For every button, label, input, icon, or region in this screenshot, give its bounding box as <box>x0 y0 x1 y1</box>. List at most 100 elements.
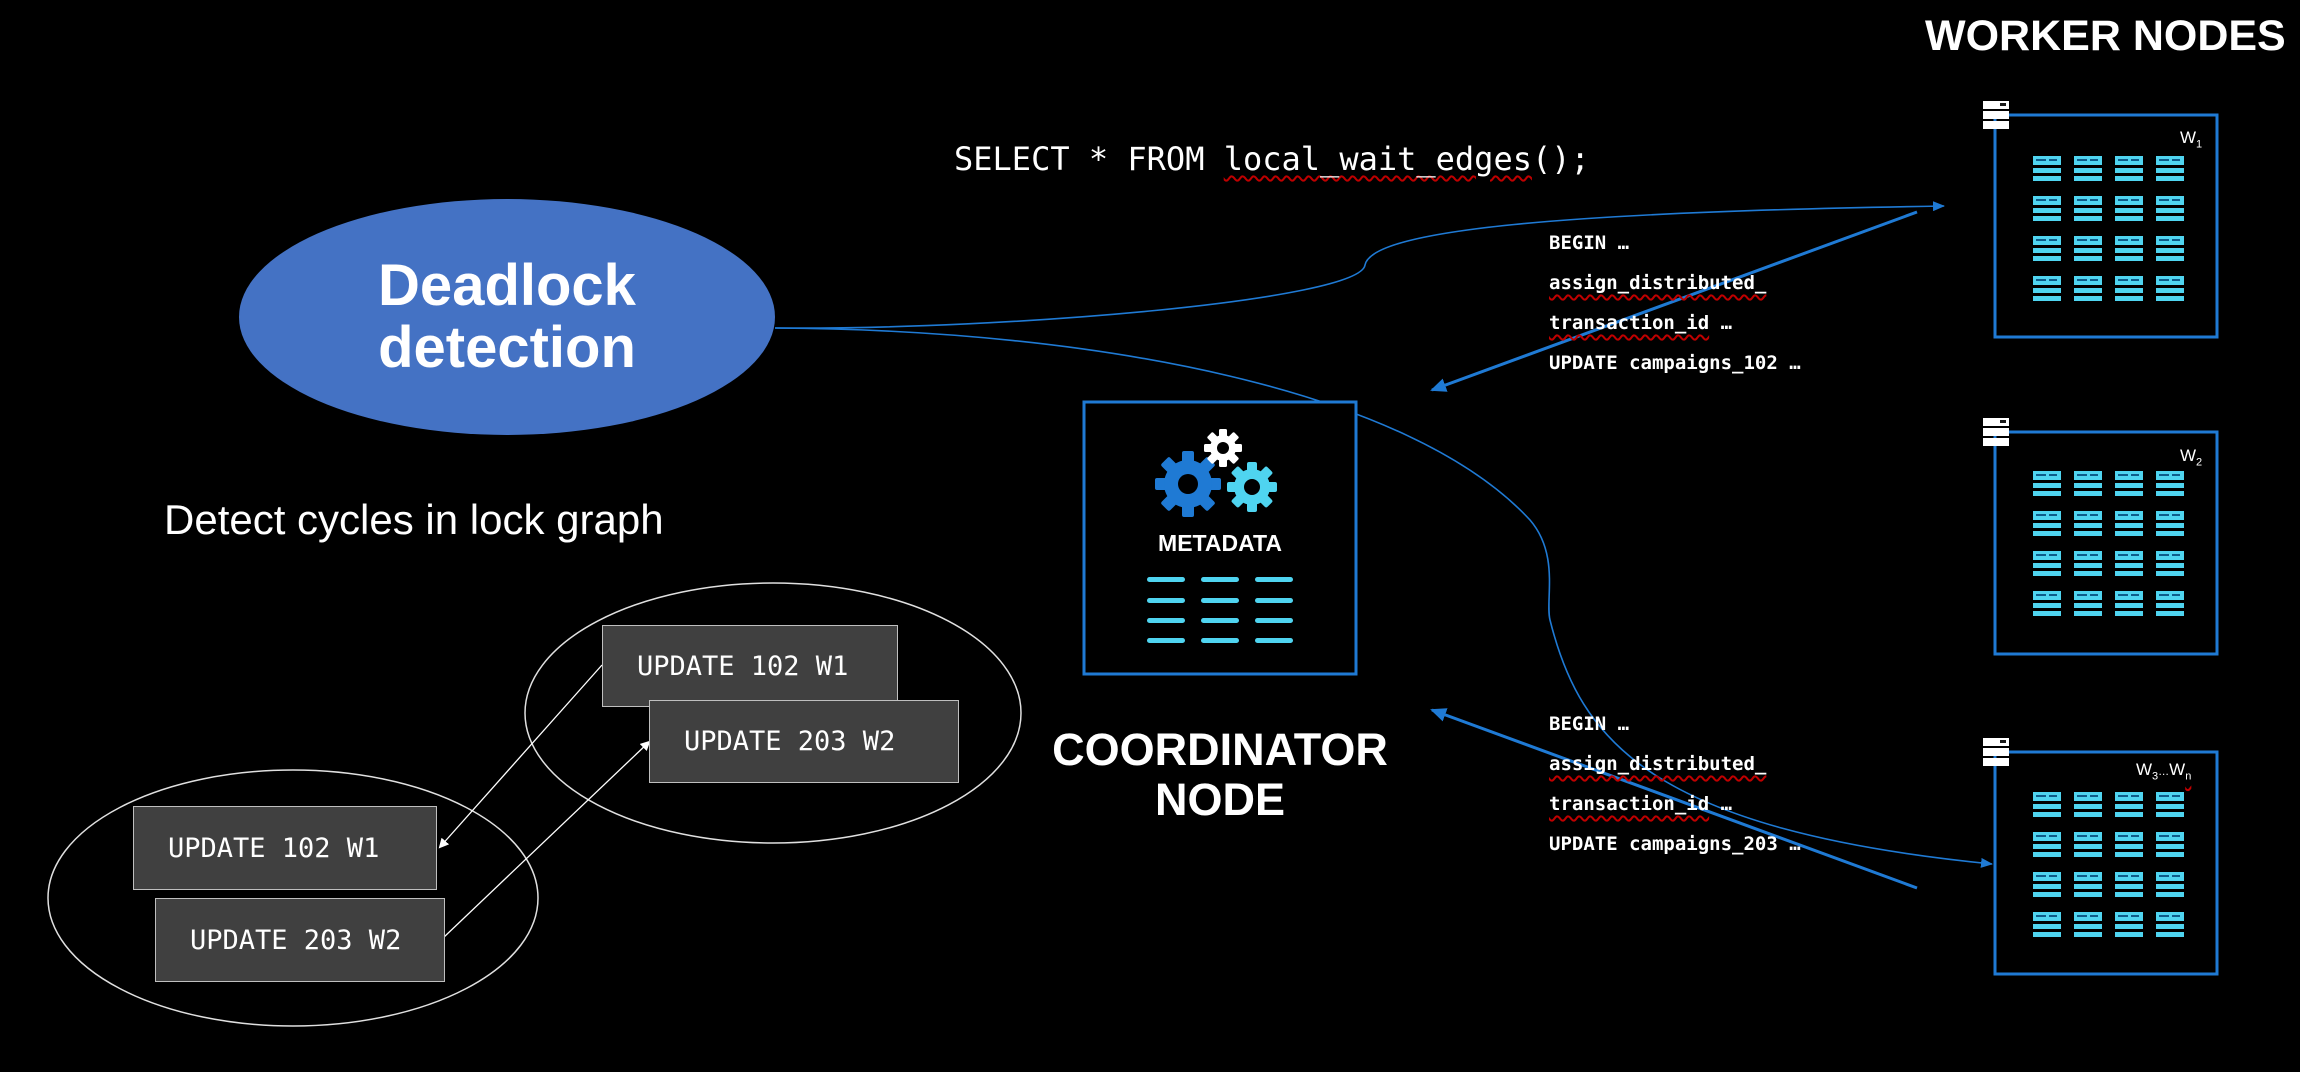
shard-table-icon <box>2033 912 2061 937</box>
shard-table-icon <box>2156 156 2184 181</box>
tx-top-txid: transaction_id <box>1549 312 1710 334</box>
tx-bottom-assign: assign_distributed_ <box>1549 753 1767 775</box>
tx-top-begin: BEGIN … <box>1549 232 1630 254</box>
shard-table-icon <box>2156 912 2184 937</box>
shard-table-icon <box>2074 276 2102 301</box>
wait-edge-arrow-1 <box>438 664 603 849</box>
shard-table-icon <box>2115 276 2143 301</box>
worker-3-label-base: W <box>2136 760 2153 779</box>
shard-table-icon <box>2115 511 2143 536</box>
tx-bottom-assign-line: assign_distributed_ <box>1549 753 1801 793</box>
tx-top-block: BEGIN … assign_distributed_ transaction_… <box>1549 232 1801 392</box>
shard-table-icon <box>2033 551 2061 576</box>
server-icon <box>1983 418 2009 446</box>
shard-table-icon <box>2033 196 2061 221</box>
shard-table-icon <box>2033 511 2061 536</box>
shard-table-icon <box>2115 236 2143 261</box>
shard-table-icon <box>2115 156 2143 181</box>
shard-table-icon <box>2115 591 2143 616</box>
coordinator-title-line2: NODE <box>1154 774 1285 825</box>
worker-3-label-base-b: W <box>2169 760 2186 779</box>
query-connector-w3 <box>774 327 1993 868</box>
shard-table-icon <box>2033 832 2061 857</box>
shard-table-icon <box>2074 832 2102 857</box>
upper-group-ellipse <box>524 582 1022 844</box>
wait-edge-arrow-2 <box>442 740 651 939</box>
shard-table-icon <box>2033 236 2061 261</box>
tx-arrow-top <box>1430 210 1918 392</box>
worker-2-label-base: W <box>2180 446 2197 465</box>
shard-table-icon <box>2033 591 2061 616</box>
shard-table-icon <box>2074 912 2102 937</box>
shard-table-icon <box>2074 551 2102 576</box>
shard-table-icon <box>2033 471 2061 496</box>
shard-table-icon <box>2074 792 2102 817</box>
lower-update-203-box: UPDATE 203 W2 <box>155 898 445 982</box>
tx-top-assign-line: assign_distributed_ <box>1549 272 1801 312</box>
query-suffix: (); <box>1531 140 1590 178</box>
shard-table-icon <box>2156 511 2184 536</box>
shard-table-icon <box>2033 872 2061 897</box>
shard-table-icon <box>2115 471 2143 496</box>
lower-update-102-box: UPDATE 102 W1 <box>133 806 437 890</box>
shard-table-icon <box>2156 471 2184 496</box>
shard-table-icon <box>2074 511 2102 536</box>
shard-table-icon <box>2156 792 2184 817</box>
tx-top-assign: assign_distributed_ <box>1549 272 1767 294</box>
query-prefix: SELECT * FROM <box>954 140 1224 178</box>
tx-bottom-block: BEGIN … assign_distributed_ transaction_… <box>1549 713 1801 873</box>
shard-table-icon <box>2156 551 2184 576</box>
query-text: SELECT * FROM local_wait_edges(); <box>954 140 1590 178</box>
deadlock-title-line1: Deadlock <box>378 253 636 318</box>
deadlock-subtitle: Detect cycles in lock graph <box>164 496 664 543</box>
coordinator-title-line1: COORDINATOR <box>1052 724 1388 775</box>
shard-table-icon <box>2074 196 2102 221</box>
server-icon <box>1983 101 2009 129</box>
shard-table-icon <box>2156 276 2184 301</box>
server-icon <box>1983 738 2009 766</box>
shard-table-icon <box>2115 872 2143 897</box>
shard-table-icon <box>2115 832 2143 857</box>
metadata-list-icon <box>1147 577 1293 643</box>
worker-3-label-sub-a: 3 <box>2152 770 2159 783</box>
worker-1-shards-icon <box>2033 156 2184 301</box>
upper-update-102-box: UPDATE 102 W1 <box>602 625 898 707</box>
shard-table-icon <box>2115 792 2143 817</box>
shard-table-icon <box>2115 912 2143 937</box>
shard-table-icon <box>2156 196 2184 221</box>
deadlock-ellipse <box>239 199 775 435</box>
shard-table-icon <box>2074 156 2102 181</box>
worker-node-2-box <box>1993 430 2219 656</box>
shard-table-icon <box>2156 832 2184 857</box>
deadlock-title: Deadlock detection <box>239 199 775 435</box>
tx-top-txid-line: transaction_id … <box>1549 312 1801 352</box>
shard-table-icon <box>2156 236 2184 261</box>
tx-bottom-begin: BEGIN … <box>1549 713 1630 735</box>
worker-2-shards-icon <box>2033 471 2184 616</box>
worker-nodes-title: WORKER NODES <box>1925 12 2286 60</box>
worker-3-label-dots: … <box>2158 766 2170 778</box>
tx-bottom-txid-line: transaction_id … <box>1549 793 1801 833</box>
worker-node-3-box <box>1993 750 2219 976</box>
upper-update-203-box: UPDATE 203 W2 <box>649 700 959 783</box>
shard-table-icon <box>2156 872 2184 897</box>
shard-table-icon <box>2115 196 2143 221</box>
worker-1-label-sub: 1 <box>2196 138 2203 151</box>
shard-table-icon <box>2115 551 2143 576</box>
tx-bottom-txid-rest: … <box>1709 793 1733 815</box>
worker-3-label-sub-b: n <box>2185 770 2192 783</box>
worker-3-label: W3…Wn <box>2136 760 2191 782</box>
tx-arrow-bottom <box>1430 708 1918 890</box>
coordinator-title: COORDINATOR NODE <box>1020 725 1420 825</box>
lower-group-ellipse <box>47 769 539 1027</box>
gears-icon <box>1155 429 1277 517</box>
worker-2-label-sub: 2 <box>2196 456 2203 469</box>
shard-table-icon <box>2033 792 2061 817</box>
shard-table-icon <box>2074 471 2102 496</box>
worker-1-label-base: W <box>2180 128 2197 147</box>
worker-3-shards-icon <box>2033 792 2184 937</box>
tx-bottom-update: UPDATE campaigns_203 … <box>1549 833 1801 855</box>
query-function: local_wait_edges <box>1223 140 1532 178</box>
